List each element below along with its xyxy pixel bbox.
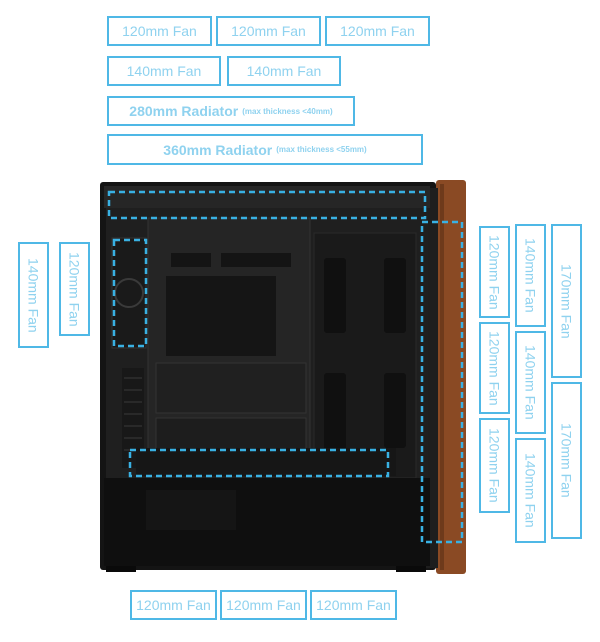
front-fan-170-label-2: 170mm Fan (551, 382, 582, 539)
label-text: 120mm Fan (486, 234, 503, 310)
front-fan-120-label-1: 120mm Fan (479, 226, 510, 318)
front-fan-120-label-3: 120mm Fan (479, 418, 510, 513)
expansion-slots (122, 368, 144, 468)
label-text: 120mm Fan (340, 23, 415, 39)
front-io-strip (426, 188, 438, 568)
label-text: 120mm Fan (136, 597, 211, 613)
front-fan-140-label-2: 140mm Fan (515, 331, 546, 434)
rear-fan (111, 237, 147, 349)
case-foot-right (396, 566, 426, 572)
label-text: 140mm Fan (522, 238, 539, 313)
label-text: 120mm Fan (226, 597, 301, 613)
label-text: 140mm Fan (246, 63, 322, 79)
front-fan-170-label-1: 170mm Fan (551, 224, 582, 378)
label-text: 120mm Fan (122, 23, 197, 39)
front-fan-140-label-1: 140mm Fan (515, 224, 546, 327)
front-fan-120-label-2: 120mm Fan (479, 322, 510, 414)
radiator-280-title: 280mm Radiator (129, 103, 239, 119)
top-fan-140-label-2: 140mm Fan (227, 56, 341, 86)
pc-case-illustration (100, 180, 466, 574)
label-text: 140mm Fan (126, 63, 202, 79)
bottom-fan-120-label-2: 120mm Fan (220, 590, 307, 620)
label-text: 140mm Fan (25, 257, 42, 333)
rear-fan-140-label: 140mm Fan (18, 242, 49, 348)
label-text: 140mm Fan (522, 453, 539, 528)
front-mount-zone (420, 220, 464, 544)
top-mount-zone (107, 190, 427, 220)
label-text: 120mm Fan (316, 597, 391, 613)
top-fan-120-label-3: 120mm Fan (325, 16, 430, 46)
label-text: 120mm Fan (486, 428, 503, 503)
radiator-360-title: 360mm Radiator (163, 141, 273, 158)
psu-vent-pattern (146, 490, 236, 530)
radiator-280-note: (max thickness <40mm) (242, 106, 333, 116)
label-text: 120mm Fan (66, 251, 83, 327)
label-text: 120mm Fan (231, 23, 306, 39)
label-text: 170mm Fan (558, 423, 575, 498)
label-text: 120mm Fan (486, 330, 503, 406)
bottom-fan-120-label-3: 120mm Fan (310, 590, 397, 620)
top-fan-140-label-1: 140mm Fan (107, 56, 221, 86)
radiator-360-note: (max thickness <55mm) (276, 145, 367, 154)
bottom-fan-area (136, 448, 396, 476)
radiator-280-label: 280mm Radiator(max thickness <40mm) (107, 96, 355, 126)
bottom-mount-zone (128, 448, 390, 478)
label-text: 170mm Fan (558, 263, 575, 339)
bottom-fan-120-label-1: 120mm Fan (130, 590, 217, 620)
top-fan-120-label-1: 120mm Fan (107, 16, 212, 46)
label-text: 140mm Fan (522, 345, 539, 420)
rear-mount-zone (112, 238, 148, 348)
top-rail (104, 186, 430, 208)
rear-fan-120-label: 120mm Fan (59, 242, 90, 336)
radiator-360-label: 360mm Radiator(max thickness <55mm) (107, 134, 423, 165)
top-fan-120-label-2: 120mm Fan (216, 16, 321, 46)
front-fan-140-label-3: 140mm Fan (515, 438, 546, 543)
case-foot-left (106, 566, 136, 572)
